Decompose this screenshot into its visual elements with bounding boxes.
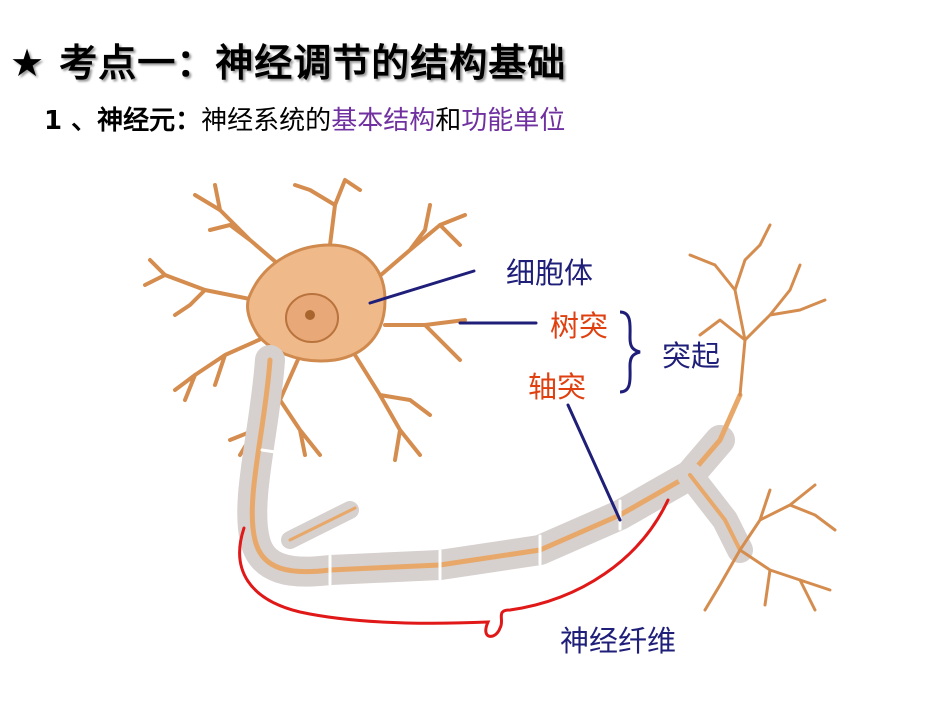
definition-highlight-function: 功能单位 xyxy=(461,106,566,136)
nerve-fiber-bracket xyxy=(238,498,670,638)
nodes-of-ranvier xyxy=(260,448,622,586)
label-pointers xyxy=(368,269,622,522)
nucleolus-shape xyxy=(305,310,315,320)
point-term: 神经元： xyxy=(97,106,202,136)
label-process: 突起 xyxy=(662,339,721,373)
axon-terminals-upper xyxy=(688,223,827,397)
definition-connector: 和 xyxy=(435,106,462,136)
myelin-sheath xyxy=(237,345,735,587)
label-cell-body: 细胞体 xyxy=(506,256,594,290)
label-dendrite: 树突 xyxy=(550,309,609,343)
axon-shape xyxy=(249,357,743,575)
point-number: 1 、 xyxy=(44,106,98,136)
neuron-illustration xyxy=(143,178,837,612)
axon-terminals-lower xyxy=(703,483,837,612)
label-axon: 轴突 xyxy=(528,370,587,404)
process-brace xyxy=(619,310,641,394)
cell-body-pointer xyxy=(368,269,476,305)
definition-line: 1 、神经元：神经系统的基本结构和功能单位 xyxy=(44,100,565,137)
label-nerve-fiber: 神经纤维 xyxy=(560,624,677,658)
dendrite-branches xyxy=(143,178,467,462)
definition-highlight-structure: 基本结构 xyxy=(331,106,436,136)
axon-pointer xyxy=(566,403,622,522)
page-title: ★ 考点一：神经调节的结构基础 xyxy=(10,41,567,85)
definition-text: 神经系统的 xyxy=(201,106,332,136)
